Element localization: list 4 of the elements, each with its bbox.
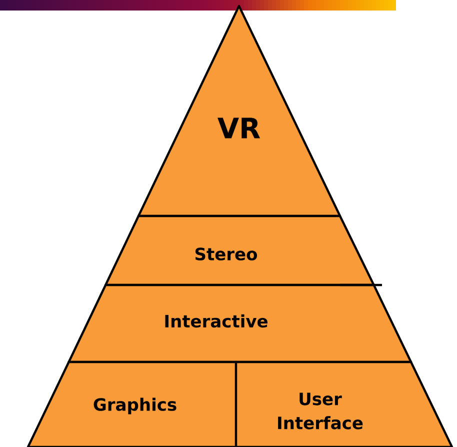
pyramid-band: User Interface [234, 360, 454, 447]
pyramid-band: Stereo [104, 214, 375, 286]
pyramid-band: Graphics [26, 360, 238, 447]
pyramid-band: Interactive [68, 284, 412, 364]
